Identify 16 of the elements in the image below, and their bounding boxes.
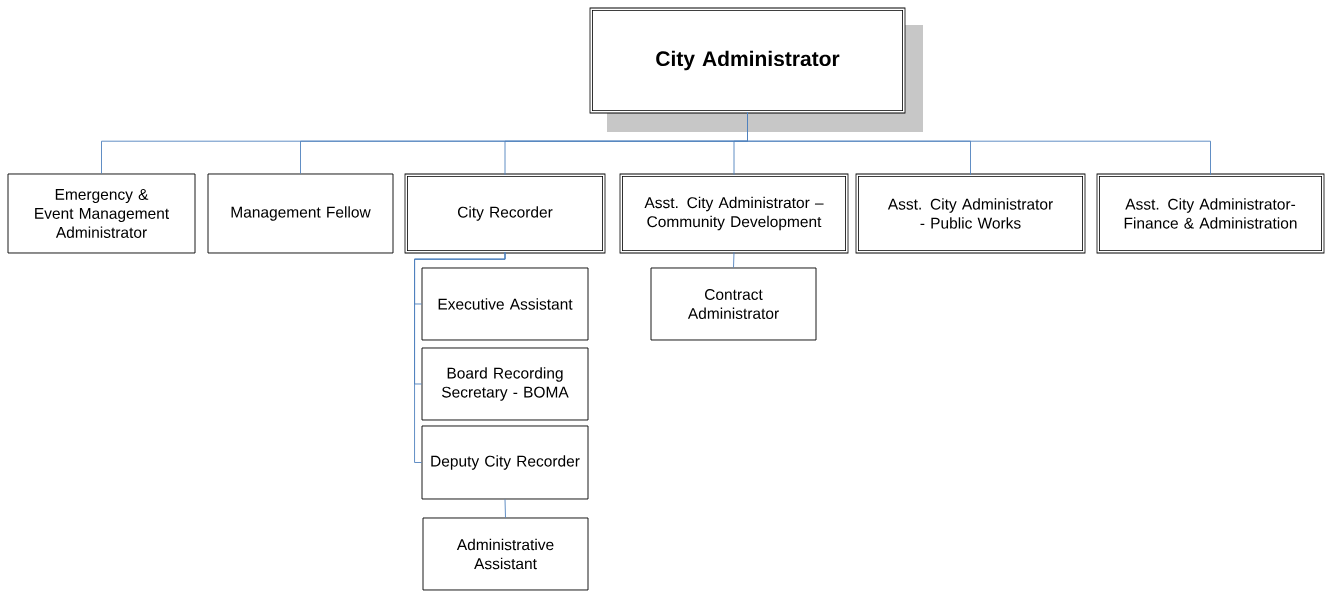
- connector-line: [414, 251, 506, 463]
- position-box: Executive Assistant: [421, 267, 589, 341]
- position-box: Asst. City Administrator – Community Development: [619, 173, 849, 254]
- position-box: Board Recording Secretary - BOMA: [421, 347, 589, 421]
- position-box: Contract Administrator: [650, 267, 817, 341]
- position-box: Asst. City Administrator - Public Works: [855, 173, 1086, 254]
- connector-line: [733, 251, 735, 268]
- position-box: City Recorder: [404, 173, 606, 254]
- title-box: City Administrator: [589, 7, 923, 132]
- position-box: Management Fellow: [207, 173, 394, 254]
- position-box: Deputy City Recorder: [421, 425, 589, 500]
- position-box: Administrative Assistant: [422, 517, 589, 591]
- position-box: Asst. City Administrator- Finance & Administration: [1096, 173, 1325, 254]
- position-box: Emergency & Event Management Administrator: [7, 173, 196, 254]
- connector-line: [747, 111, 1211, 176]
- connector-line: [504, 499, 506, 518]
